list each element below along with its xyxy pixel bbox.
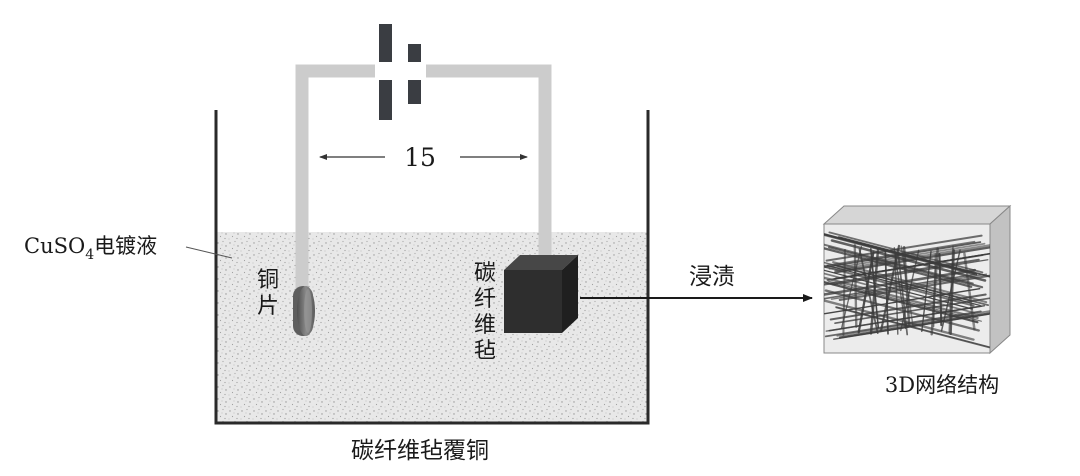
plating-tank <box>214 110 650 425</box>
carbon-felt-label-1: 碳 <box>474 261 496 286</box>
solution-leader-line <box>185 246 233 259</box>
copper-plate-label-2: 片 <box>257 294 279 319</box>
mesh-fiber <box>824 258 980 286</box>
mesh-fiber <box>824 247 973 288</box>
mesh-fiber <box>824 281 979 324</box>
mesh-fiber <box>830 239 987 282</box>
mesh-fiber <box>824 268 977 296</box>
mesh-fiber <box>900 249 920 332</box>
mesh-fiber <box>824 241 982 269</box>
mesh-fiber <box>963 252 976 331</box>
distance-label: 15 <box>404 143 436 172</box>
mesh-fiber <box>836 310 990 337</box>
mesh-fiber <box>824 233 978 275</box>
carbon-felt-label-3: 维 <box>474 313 496 338</box>
mesh-fiber <box>827 280 982 322</box>
copper-plate <box>293 286 315 336</box>
mesh-fiber <box>834 297 990 324</box>
carbon-fiber-mesh <box>824 231 990 349</box>
mesh-fiber <box>824 265 975 307</box>
impregnation-label: 浸渍 <box>689 264 735 290</box>
battery-icon <box>375 24 426 120</box>
copper-plate-label-1: 铜 <box>257 268 279 293</box>
mesh-fiber <box>828 246 984 289</box>
carbon-felt-label-4: 毡 <box>474 339 496 364</box>
mesh-fiber <box>832 259 989 286</box>
mesh-fiber <box>824 272 976 314</box>
solution-label-prefix: CuSO <box>24 234 85 258</box>
carbon-felt-block <box>504 255 578 333</box>
network-cube <box>822 204 1012 355</box>
solution-label-suffix: 电镀液 <box>94 234 157 258</box>
solution-label: CuSO4电镀液 <box>24 234 157 263</box>
caption: 碳纤维毡覆铜 <box>351 438 489 464</box>
carbon-felt-label-2: 纤 <box>474 287 496 312</box>
mesh-fiber <box>824 261 971 302</box>
mesh-fiber <box>869 247 880 335</box>
solution-label-subscript: 4 <box>85 247 94 263</box>
mesh-fiber <box>835 306 990 348</box>
network-label: 3D网络结构 <box>885 373 999 397</box>
electrolyte-solution <box>216 232 648 422</box>
mesh-fiber <box>833 246 990 274</box>
